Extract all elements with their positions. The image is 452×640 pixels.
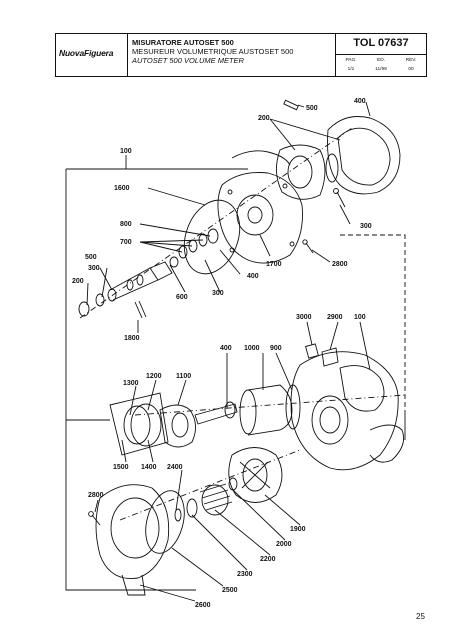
- callout-1900-disk: 1900: [290, 526, 306, 533]
- callout-500-pin: 500: [306, 105, 318, 112]
- callout-300-screw: 300: [360, 223, 372, 230]
- meta-value-edition: 11/99: [375, 67, 387, 72]
- callout-600-washer: 600: [176, 294, 188, 301]
- callout-2600-cover: 2600: [195, 602, 211, 609]
- meta-value-page: 1/1: [347, 67, 355, 72]
- callout-2800-screw-b: 2800: [88, 492, 104, 499]
- part-callouts: 500 400 200 100 1600 300 800 700 1700 28…: [72, 98, 372, 609]
- callout-1300-plate: 1300: [123, 380, 139, 387]
- code-cell: TOL 07637 PAG. ED. REV. 1/1 11/99 00: [336, 34, 426, 76]
- callout-400-rod: 400: [220, 345, 232, 352]
- callout-2200-spring: 2200: [260, 556, 276, 563]
- title-block: NuovaFiguera MISURATORE AUTOSET 500 MESU…: [55, 33, 427, 77]
- callout-1800-pin: 1800: [124, 335, 140, 342]
- callout-100-body-b: 100: [354, 314, 366, 321]
- callout-200-bearing: 200: [72, 278, 84, 285]
- page-number: 25: [416, 612, 425, 621]
- callout-800-ring: 800: [120, 221, 132, 228]
- callout-700-rings: 700: [120, 239, 132, 246]
- callout-2400-washer: 2400: [167, 464, 183, 471]
- title-italian: MISURATORE AUTOSET 500: [132, 38, 234, 47]
- meta-header-revision: REV.: [405, 58, 417, 63]
- callout-400-cover: 400: [354, 98, 366, 105]
- callout-2300-washer: 2300: [237, 571, 253, 578]
- callout-1200-ring: 1200: [146, 373, 162, 380]
- code-divider: [336, 54, 426, 55]
- title-french: MESUREUR VOLUMETRIQUE AUSTOSET 500: [132, 47, 294, 56]
- callout-1100-part: 1100: [176, 373, 191, 380]
- meta-header-edition: ED.: [377, 58, 385, 63]
- callout-1600-gasket: 1600: [114, 185, 130, 192]
- callout-500-shaft: 500: [85, 254, 97, 261]
- meta-header-page: PAG.: [345, 58, 357, 63]
- callout-1700-housing: 1700: [266, 261, 282, 268]
- callout-300-ring-b: 300: [212, 290, 224, 297]
- callout-200-unit: 200: [258, 115, 270, 122]
- logo-cell: NuovaFiguera: [56, 34, 128, 76]
- callout-1000-filter: 1000: [244, 345, 260, 352]
- callout-2500-oring: 2500: [222, 587, 238, 594]
- callout-2800-screw: 2800: [332, 261, 348, 268]
- callout-900-ring: 900: [270, 345, 282, 352]
- callout-1400-ring: 1400: [141, 464, 157, 471]
- drawing-linework: [65, 99, 406, 602]
- callout-1500-plate: 1500: [113, 464, 129, 471]
- callout-300-ring: 300: [88, 265, 100, 272]
- callout-3000-fitting: 3000: [296, 314, 312, 321]
- callout-2900-fitting: 2900: [327, 314, 343, 321]
- title-english: AUTOSET 500 VOLUME METER: [132, 56, 244, 65]
- brand-logo: NuovaFiguera: [59, 48, 114, 58]
- document-code: TOL 07637: [353, 37, 409, 49]
- title-cell: MISURATORE AUTOSET 500 MESUREUR VOLUMETR…: [128, 34, 336, 76]
- callout-2000-ring: 2000: [276, 541, 292, 548]
- callout-100-body: 100: [120, 148, 132, 155]
- meta-value-revision: 00: [408, 67, 414, 72]
- callout-400-seal: 400: [247, 273, 259, 280]
